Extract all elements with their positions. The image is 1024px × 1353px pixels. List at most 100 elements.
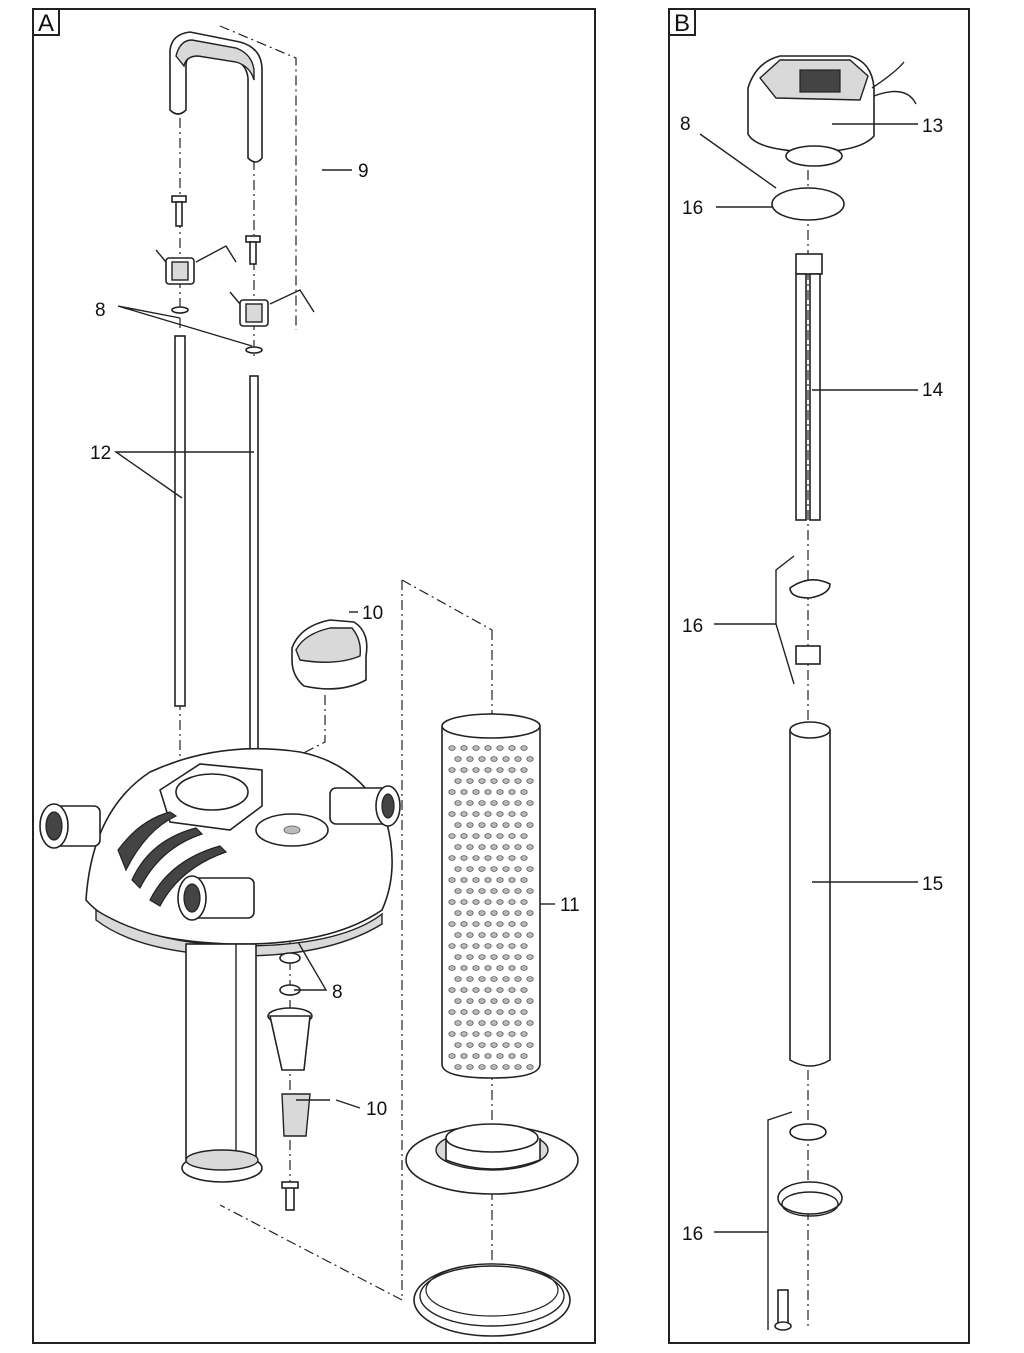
filter-hole — [478, 954, 486, 960]
filter-hole — [490, 866, 498, 872]
filter-hole — [526, 756, 534, 762]
filter-hole — [490, 1064, 498, 1070]
filter-hole — [514, 954, 522, 960]
filter-hole — [472, 965, 480, 971]
filter-hole — [478, 866, 486, 872]
filter-hole — [508, 789, 516, 795]
filter-hole — [514, 756, 522, 762]
callout-16-mid: 16 — [682, 616, 703, 637]
lower-tube-part — [181, 943, 263, 1183]
filter-hole — [508, 833, 516, 839]
filter-hole — [484, 1053, 492, 1059]
filter-hole — [460, 965, 468, 971]
filter-hole — [496, 811, 504, 817]
filter-hole — [466, 1064, 474, 1070]
filter-hole — [478, 1020, 486, 1026]
filter-hole — [466, 822, 474, 828]
filter-hole — [520, 789, 528, 795]
filter-hole — [478, 932, 486, 938]
base-ring-parts — [405, 1123, 579, 1337]
filter-hole — [448, 899, 456, 905]
filter-hole — [520, 987, 528, 993]
filter-hole — [478, 1064, 486, 1070]
filter-hole — [454, 1042, 462, 1048]
filter-hole — [478, 756, 486, 762]
filter-hole — [484, 943, 492, 949]
callout-b-8: 8 — [680, 114, 691, 135]
filter-hole — [472, 1031, 480, 1037]
filter-hole — [484, 833, 492, 839]
filter-hole — [520, 767, 528, 773]
filter-hole — [448, 767, 456, 773]
filter-hole — [514, 866, 522, 872]
filter-hole — [526, 888, 534, 894]
filter-hole — [472, 767, 480, 773]
filter-hole — [526, 778, 534, 784]
filter-hole — [514, 998, 522, 1004]
filter-hole — [508, 877, 516, 883]
filter-hole — [490, 954, 498, 960]
callout-9: 9 — [358, 161, 369, 182]
panel-b: B — [668, 8, 970, 1344]
filter-hole — [484, 965, 492, 971]
filter-hole — [502, 1042, 510, 1048]
clip-set-mid — [789, 579, 831, 665]
leader-lines-a — [113, 169, 555, 1109]
filter-hole — [466, 866, 474, 872]
filter-hole — [496, 899, 504, 905]
uv-lamp-part — [795, 253, 823, 521]
filter-hole — [508, 965, 516, 971]
filter-hole — [454, 932, 462, 938]
filter-hole — [478, 778, 486, 784]
filter-hole — [496, 965, 504, 971]
filter-hole — [448, 1031, 456, 1037]
filter-hole — [454, 1020, 462, 1026]
filter-hole — [508, 1031, 516, 1037]
filter-hole — [520, 1053, 528, 1059]
filter-hole — [460, 767, 468, 773]
filter-hole — [490, 998, 498, 1004]
filter-hole — [502, 932, 510, 938]
filter-hole — [520, 855, 528, 861]
callout-10-bottom: 10 — [366, 1099, 387, 1120]
filter-hole — [526, 1042, 534, 1048]
rod-parts — [174, 335, 259, 767]
filter-hole — [514, 910, 522, 916]
filter-hole — [496, 921, 504, 927]
callout-13: 13 — [922, 116, 943, 137]
filter-hole — [502, 888, 510, 894]
filter-hole — [496, 745, 504, 751]
filter-hole — [502, 756, 510, 762]
filter-hole — [472, 833, 480, 839]
filter-hole — [454, 888, 462, 894]
filter-hole — [490, 756, 498, 762]
filter-hole — [466, 888, 474, 894]
filter-hole — [460, 789, 468, 795]
filter-hole — [478, 800, 486, 806]
filter-hole — [460, 1009, 468, 1015]
filter-hole — [508, 1053, 516, 1059]
filter-hole — [460, 811, 468, 817]
knob-part — [291, 619, 368, 690]
filter-hole — [472, 899, 480, 905]
filter-hole — [502, 1020, 510, 1026]
filter-hole — [496, 789, 504, 795]
filter-hole — [460, 1031, 468, 1037]
filter-hole — [448, 987, 456, 993]
filter-hole — [460, 1053, 468, 1059]
filter-hole — [448, 811, 456, 817]
filter-hole — [496, 1009, 504, 1015]
filter-hole — [466, 778, 474, 784]
filter-hole — [496, 767, 504, 773]
filter-hole — [520, 877, 528, 883]
filter-hole — [484, 745, 492, 751]
filter-hole — [454, 1064, 462, 1070]
filter-hole — [466, 1042, 474, 1048]
filter-hole — [502, 954, 510, 960]
filter-hole — [526, 932, 534, 938]
filter-hole — [460, 833, 468, 839]
filter-hole — [466, 756, 474, 762]
callout-16-top: 16 — [682, 198, 703, 219]
filter-hole — [472, 855, 480, 861]
filter-hole — [454, 778, 462, 784]
